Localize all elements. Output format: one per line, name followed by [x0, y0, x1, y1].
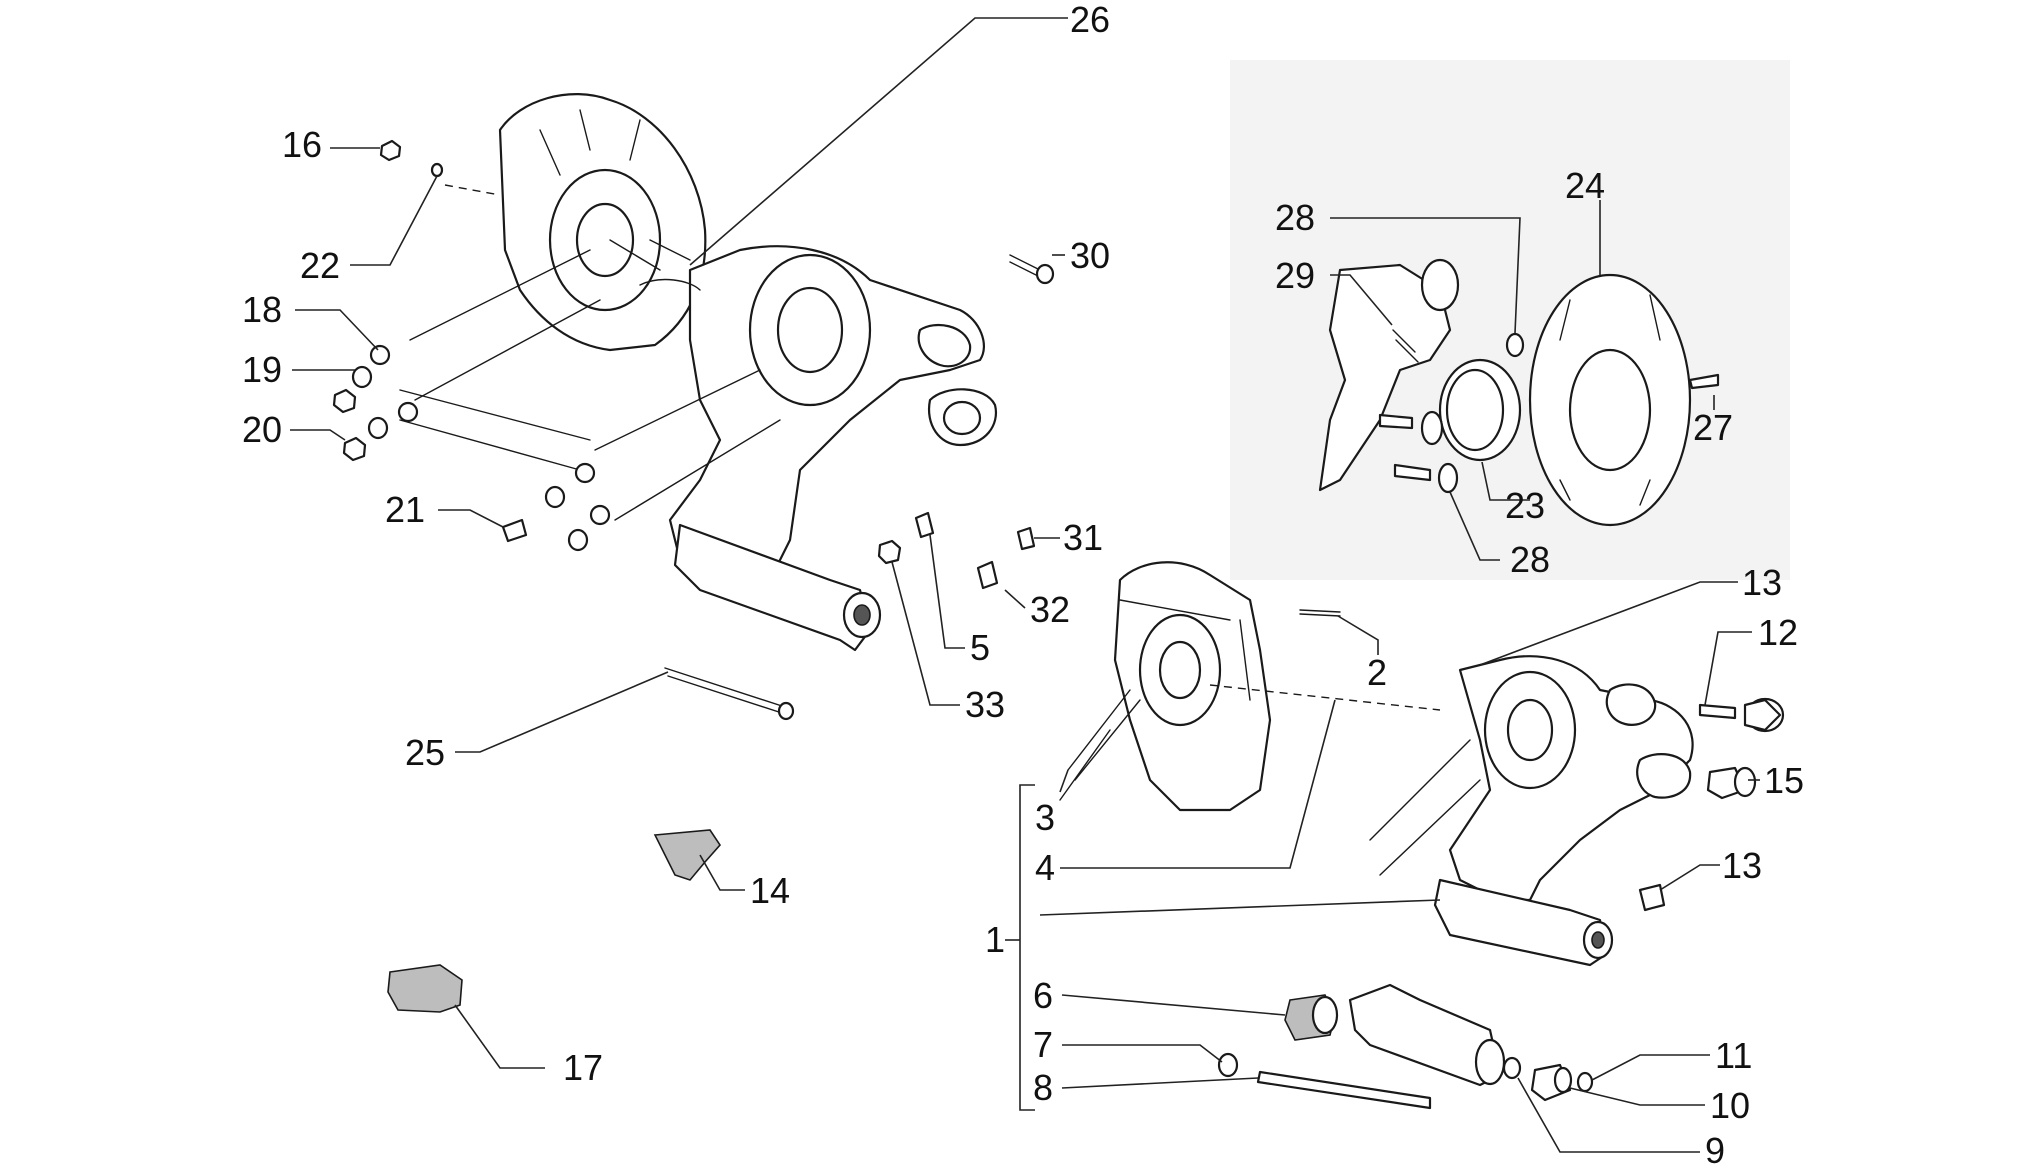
- pin-2: [1299, 609, 1341, 617]
- callout-13-top: 13: [1742, 562, 1782, 603]
- seal-rings-23: [1420, 358, 1522, 462]
- nut-33: [877, 539, 902, 565]
- callout-18: 18: [242, 289, 282, 330]
- callout-24: 24: [1565, 165, 1605, 206]
- callout-31: 31: [1063, 517, 1103, 558]
- bolt-30: [1009, 254, 1055, 285]
- bush-12: [1743, 697, 1785, 733]
- stud-31: [1016, 526, 1036, 551]
- studs-3-4: [1059, 689, 1141, 801]
- callout-2: 2: [1367, 652, 1387, 693]
- callout-19: 19: [242, 349, 282, 390]
- callout-labels: 26 16 22 18 19 20 21 30 31 32 5 33 25 14…: [242, 0, 1804, 1167]
- callout-28-top: 28: [1275, 197, 1315, 238]
- screw-21: [501, 518, 528, 543]
- callout-29: 29: [1275, 255, 1315, 296]
- callout-26: 26: [1070, 0, 1110, 40]
- callout-21: 21: [385, 489, 425, 530]
- callout-28-bottom: 28: [1510, 539, 1550, 580]
- callout-3: 3: [1035, 797, 1055, 838]
- shaft-8: [1256, 1070, 1432, 1110]
- washer-11: [1576, 1071, 1594, 1093]
- callout-23: 23: [1505, 485, 1545, 526]
- callout-14: 14: [750, 870, 790, 911]
- callout-20: 20: [242, 409, 282, 450]
- callout-16: 16: [282, 124, 322, 165]
- callout-12: 12: [1758, 612, 1798, 653]
- callout-9: 9: [1705, 1130, 1725, 1167]
- engine-casing-main: [639, 239, 998, 652]
- callout-5: 5: [970, 627, 990, 668]
- brake-plate-24: [1528, 273, 1692, 527]
- washer-7: [1217, 1052, 1239, 1078]
- nut-20: [332, 388, 367, 462]
- bolts-inset: [1378, 413, 1432, 482]
- callout-8: 8: [1033, 1067, 1053, 1108]
- callout-17: 17: [563, 1047, 603, 1088]
- flywheel-cover-assembly: [498, 93, 707, 352]
- crankcase-half-left: [1113, 561, 1272, 812]
- leader-lines: [290, 17, 1760, 1153]
- callout-32: 32: [1030, 589, 1070, 630]
- assembly-line-crankcase: [1209, 684, 1441, 711]
- callout-1: 1: [985, 919, 1005, 960]
- detail-inset-background: [1230, 60, 1790, 580]
- bush-15: [1706, 766, 1757, 800]
- bracket-14: [653, 829, 722, 881]
- rubber-block-6: [1284, 994, 1339, 1041]
- stud-5: [914, 511, 935, 539]
- washer-18: [369, 344, 419, 423]
- stud-32: [976, 560, 999, 590]
- callout-33: 33: [965, 684, 1005, 725]
- callout-25: 25: [405, 732, 445, 773]
- callout-15: 15: [1764, 760, 1804, 801]
- washer-19: [351, 365, 389, 440]
- swingarm-tube: [1348, 983, 1506, 1087]
- callout-7: 7: [1033, 1024, 1053, 1065]
- bush-10: [1530, 1063, 1573, 1102]
- assembly-line-22: [444, 184, 501, 196]
- callout-13-bottom: 13: [1722, 845, 1762, 886]
- callout-6: 6: [1033, 975, 1053, 1016]
- oring-28: [1437, 332, 1525, 494]
- washer-22: [430, 162, 444, 178]
- callout-11: 11: [1715, 1035, 1752, 1076]
- casing-studs: [399, 249, 781, 521]
- screw-27: [1688, 373, 1720, 390]
- studs-right: [1369, 739, 1481, 876]
- crankcase-half-right: [1433, 655, 1694, 967]
- callout-27: 27: [1693, 407, 1733, 448]
- callout-10: 10: [1710, 1085, 1750, 1126]
- pin-12: [1698, 703, 1737, 720]
- pad-17: [387, 964, 463, 1013]
- ring-9: [1502, 1056, 1522, 1080]
- nut-16: [379, 139, 402, 162]
- washers-lower-left: [544, 462, 611, 552]
- callout-4: 4: [1035, 847, 1055, 888]
- callout-30: 30: [1070, 235, 1110, 276]
- stud-25: [664, 667, 795, 721]
- callout-22: 22: [300, 245, 340, 286]
- bush-13-lower: [1638, 883, 1666, 912]
